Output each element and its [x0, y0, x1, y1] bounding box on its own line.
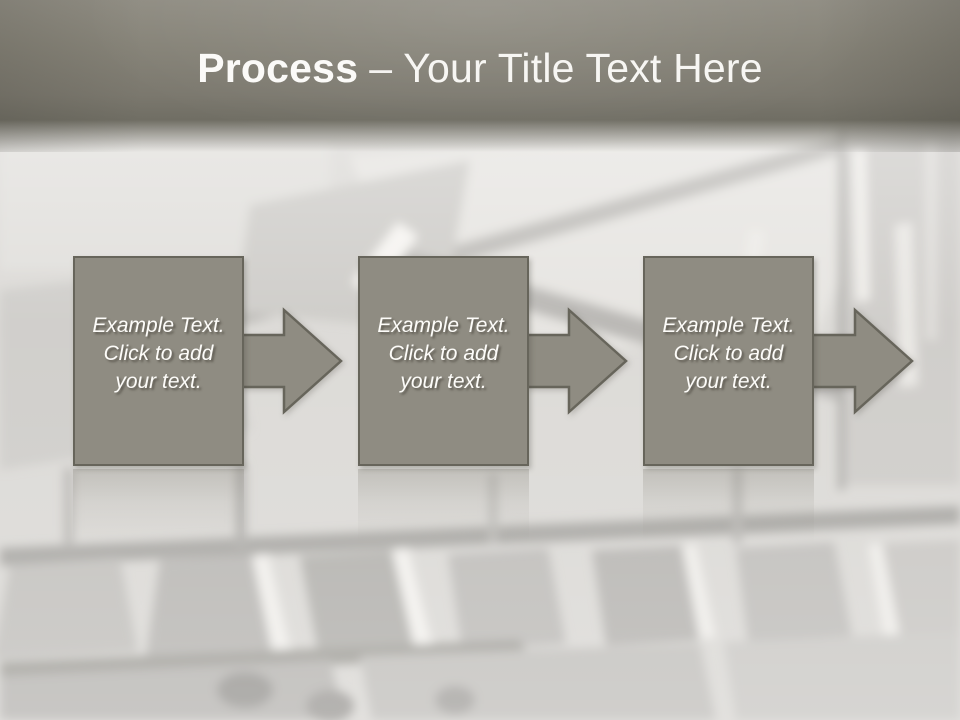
process-step-2-placeholder[interactable]: Example Text. Click to add your text.	[358, 256, 529, 466]
step-text-line: Example Text.	[377, 314, 510, 337]
step-reflection	[358, 469, 529, 543]
step-text-line: Click to add	[673, 342, 784, 365]
step-text-line: Click to add	[388, 342, 499, 365]
step-reflection	[643, 469, 814, 543]
step-text-line: Example Text.	[92, 314, 225, 337]
slide-title-rest: Your Title Text Here	[403, 45, 763, 91]
slide-title-separator: –	[369, 45, 393, 91]
step-reflection	[73, 469, 244, 543]
process-step-3-placeholder[interactable]: Example Text. Click to add your text.	[643, 256, 814, 466]
process-arrow-icon	[525, 307, 628, 415]
step-text-line: Example Text.	[662, 314, 795, 337]
process-arrow-icon	[811, 307, 914, 415]
step-text-line: your text.	[685, 370, 772, 393]
slide-header-band	[0, 0, 960, 152]
step-text-line: your text.	[400, 370, 487, 393]
process-step-1-placeholder[interactable]: Example Text. Click to add your text.	[73, 256, 244, 466]
slide-title: Process–Your Title Text Here	[0, 45, 960, 92]
slide-title-emphasis: Process	[197, 45, 359, 91]
step-text-line: your text.	[115, 370, 202, 393]
process-arrow-icon	[240, 307, 343, 415]
step-text-line: Click to add	[103, 342, 214, 365]
